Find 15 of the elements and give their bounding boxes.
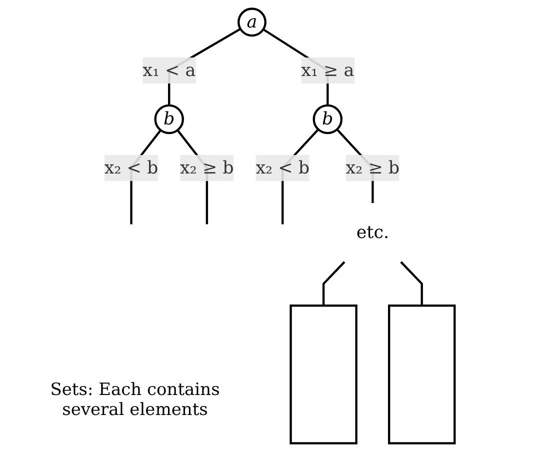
node-circle: a (238, 8, 266, 37)
note-text: Sets: Each contains several elements (49, 380, 221, 420)
node-circle: b (312, 104, 343, 134)
edge-label: x₂ < b (256, 157, 310, 178)
edge-label: x₂ ≥ b (346, 157, 400, 178)
node-box (388, 304, 456, 444)
connector (322, 261, 346, 306)
connector (400, 261, 423, 306)
edge-label: x₁ < a (142, 60, 196, 80)
edge-label: x₂ ≥ b (180, 157, 234, 178)
edge-label: x₂ < b (104, 157, 158, 178)
node-circle: b (154, 104, 184, 134)
node-box (290, 304, 358, 444)
node-text: etc. (356, 222, 390, 242)
edge-label: x₁ ≥ a (301, 60, 354, 80)
